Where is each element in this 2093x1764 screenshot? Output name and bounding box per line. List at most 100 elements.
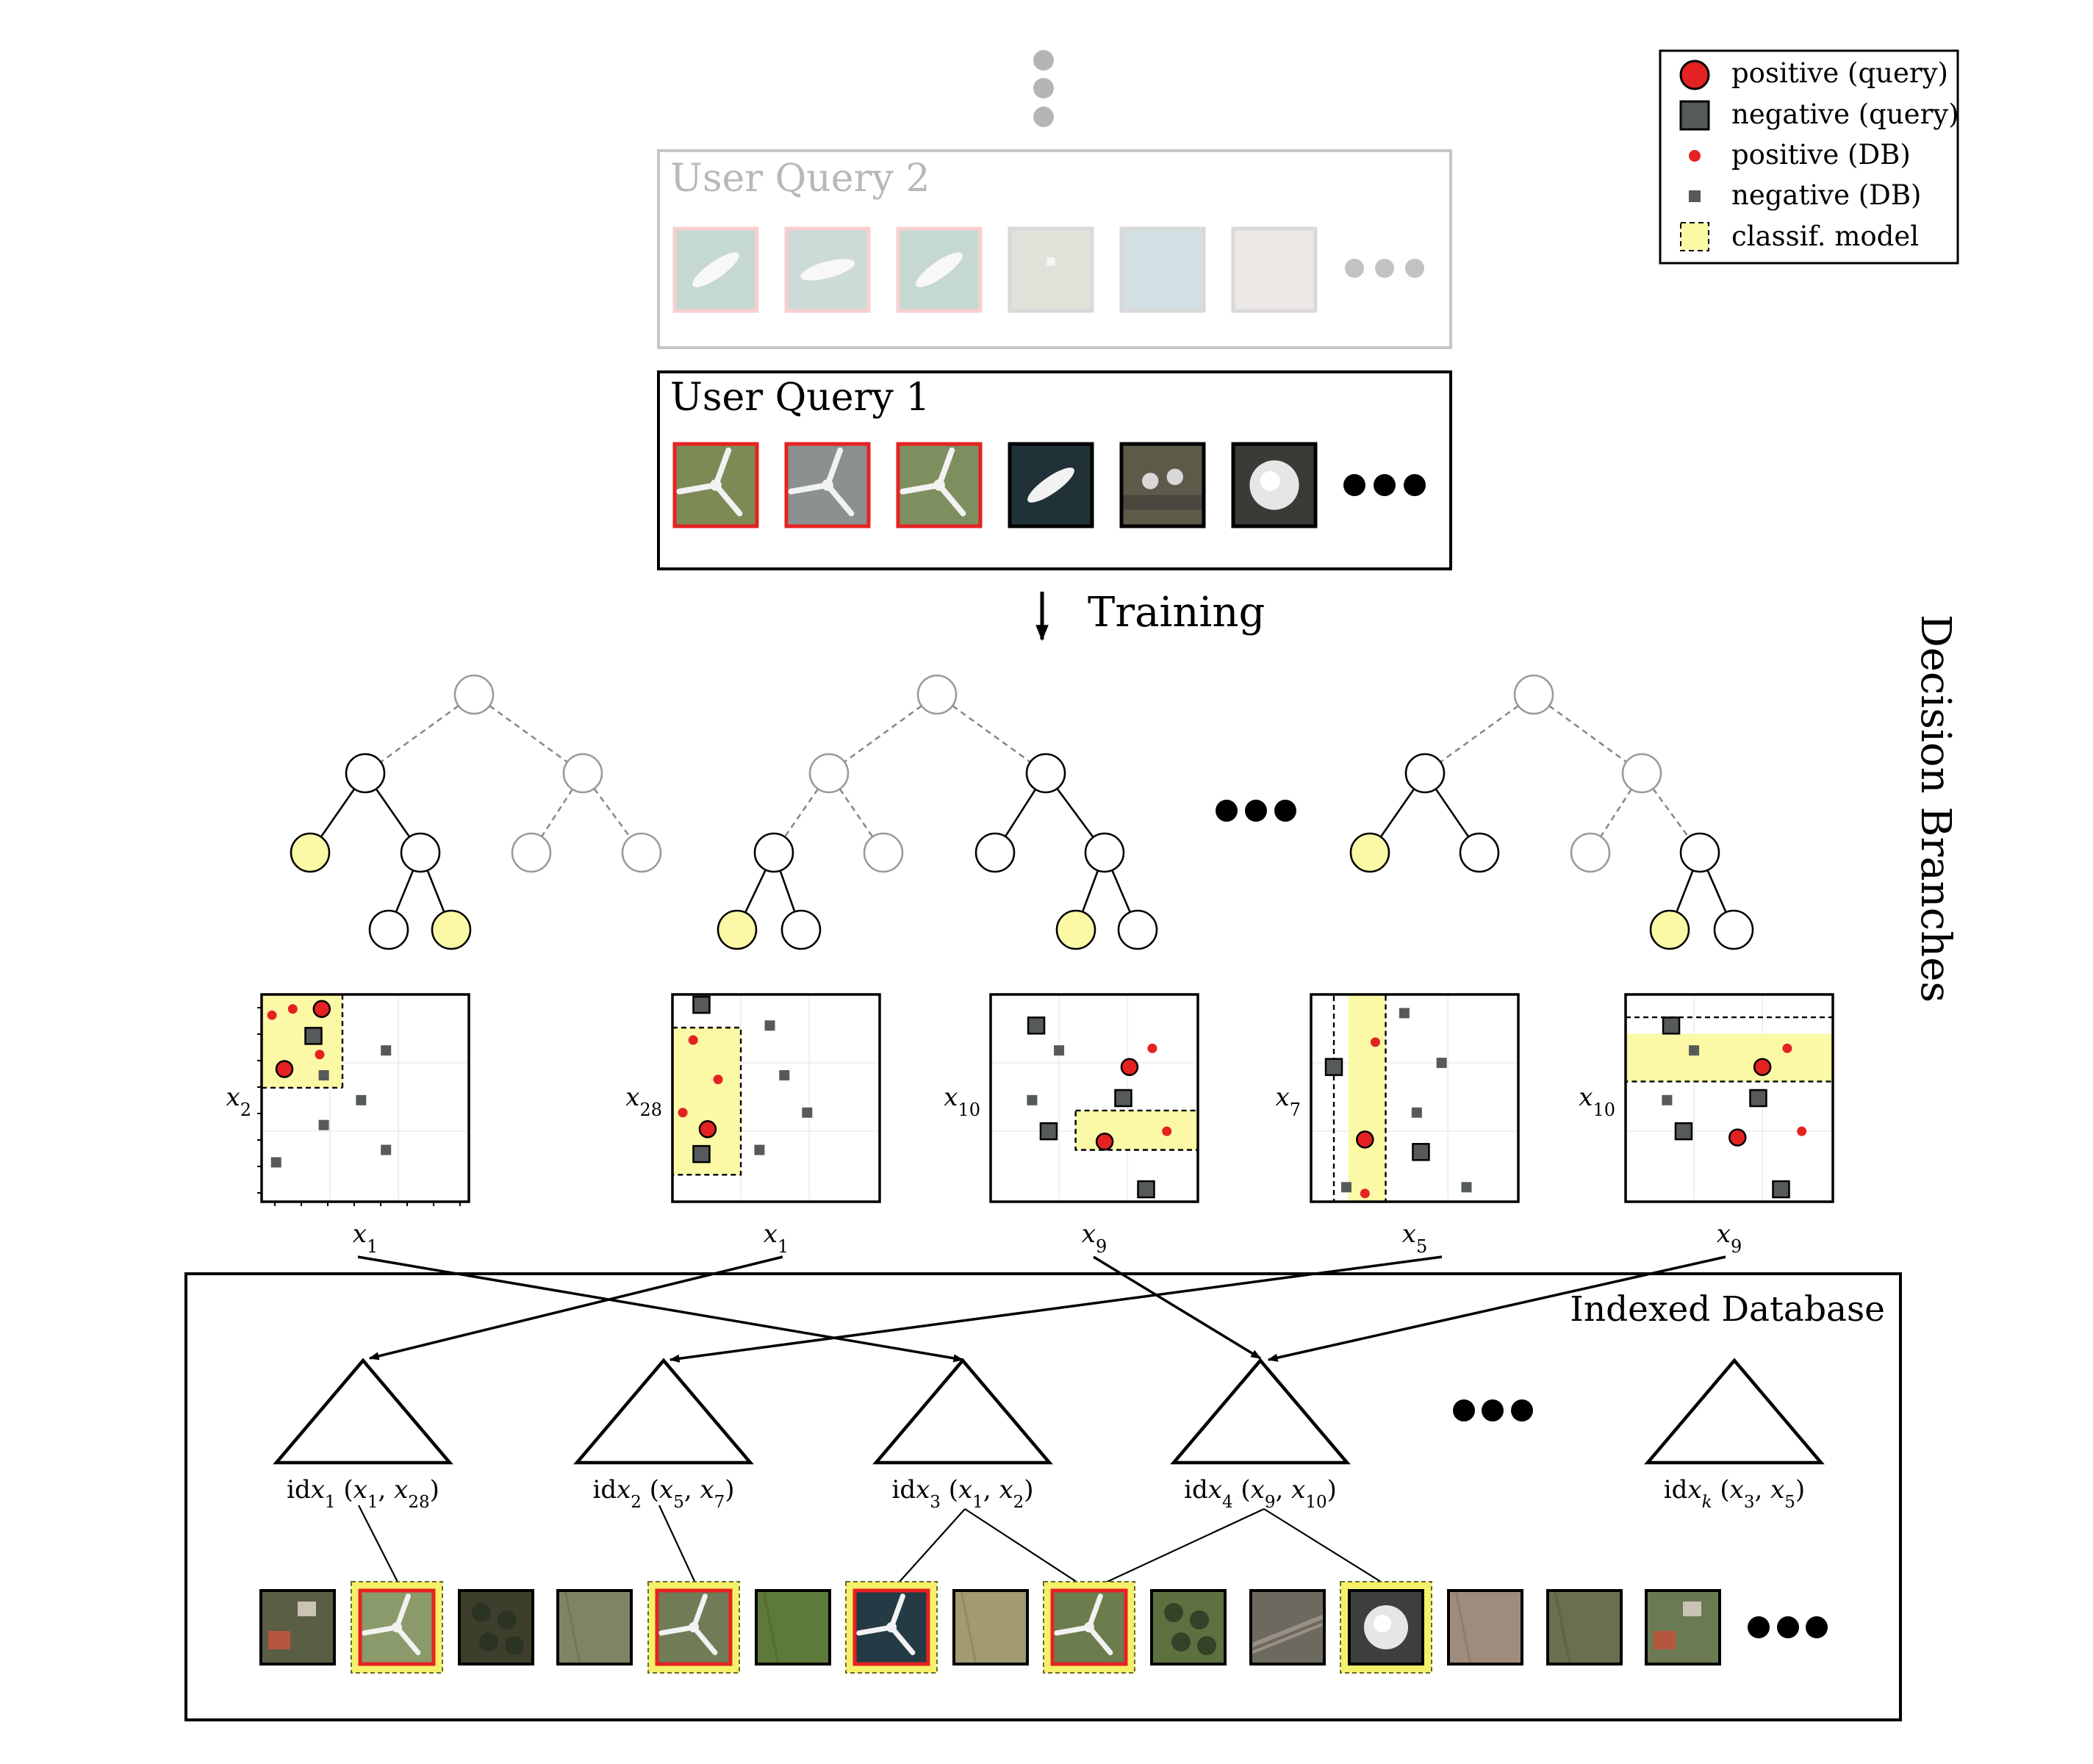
negative-db-point xyxy=(754,1144,765,1155)
wind-turbine-icon xyxy=(900,447,966,517)
field-icon xyxy=(960,1590,977,1665)
query-1-thumbnail xyxy=(1008,442,1094,528)
legend-positive-query-marker xyxy=(1679,60,1710,90)
chimney-icon xyxy=(1121,468,1204,510)
tree-node xyxy=(1679,832,1720,873)
rail-icon xyxy=(1249,1614,1326,1654)
tree-node xyxy=(1117,909,1158,950)
decision-branches-label: Decision Branches xyxy=(1911,614,1959,1003)
decision-branch-plot: x1 x2 xyxy=(226,993,470,1257)
tree-node xyxy=(974,832,1016,873)
indexed-database-panel: Indexed Database xyxy=(184,1272,1902,1721)
index-tree-triangle xyxy=(573,1358,754,1465)
database-image xyxy=(556,1589,633,1666)
legend-label-negative-query: negative (query) xyxy=(1731,98,1959,130)
positive-db-point xyxy=(287,1004,298,1014)
plot-x-axis-label: x5 xyxy=(1402,1219,1427,1257)
field-icon xyxy=(1454,1590,1472,1665)
database-image xyxy=(458,1589,534,1666)
classification-region xyxy=(1626,1033,1833,1082)
negative-db-point xyxy=(1411,1107,1422,1118)
user-query-2-panel: User Query 2 xyxy=(657,149,1452,349)
database-image xyxy=(1348,1589,1424,1666)
index-tree: idxk (x3, x5) xyxy=(1644,1358,1825,1512)
positive-query-point xyxy=(1095,1132,1114,1151)
database-image xyxy=(259,1589,336,1666)
database-image xyxy=(1150,1589,1227,1666)
negative-query-point xyxy=(1039,1122,1058,1141)
negative-db-point xyxy=(356,1094,367,1105)
negative-query-point xyxy=(1749,1089,1767,1108)
tree-node xyxy=(1459,832,1500,873)
negative-query-point xyxy=(1324,1058,1343,1076)
tree-node xyxy=(1349,832,1390,873)
ship-icon xyxy=(800,259,855,281)
database-image xyxy=(755,1589,831,1666)
query-2-thumbnail xyxy=(784,226,871,313)
more-trees-dots xyxy=(1216,800,1296,822)
negative-query-point xyxy=(1027,1017,1046,1035)
database-image xyxy=(1447,1589,1523,1666)
tree-node xyxy=(1404,753,1446,794)
positive-db-point xyxy=(1797,1126,1807,1136)
index-label: idx4 (x9, x10) xyxy=(1184,1475,1337,1512)
classification-region xyxy=(1075,1110,1198,1150)
tree-node xyxy=(863,832,904,873)
wind-turbine-icon xyxy=(788,447,855,517)
tree-node xyxy=(808,753,850,794)
plot-x-axis-label: x9 xyxy=(1082,1219,1107,1257)
boat-icon xyxy=(916,252,963,287)
user-query-2-title: User Query 2 xyxy=(670,157,930,201)
positive-db-point xyxy=(1782,1043,1792,1053)
more-images-dots xyxy=(1748,1616,1828,1638)
tank-icon xyxy=(1249,460,1299,510)
database-image xyxy=(1249,1589,1326,1666)
wind-turbine-icon xyxy=(856,1593,916,1655)
plot-x-axis-label: x1 xyxy=(353,1219,378,1257)
index-tree-triangle xyxy=(872,1358,1053,1465)
more-queries-dots xyxy=(1033,50,1054,127)
training-label: Training xyxy=(1088,589,1265,637)
houses-icon xyxy=(1654,1602,1701,1649)
tree-node xyxy=(1055,909,1096,950)
positive-query-point xyxy=(1120,1058,1139,1076)
boat-icon xyxy=(692,252,739,287)
query-2-thumbnail xyxy=(896,226,983,313)
negative-db-point xyxy=(381,1045,392,1056)
decision-trees xyxy=(290,674,1754,950)
field-icon xyxy=(762,1590,780,1665)
negative-query-point xyxy=(1674,1122,1693,1141)
positive-query-point xyxy=(312,1000,331,1018)
query-1-thumbnail xyxy=(896,442,983,528)
houses-icon xyxy=(268,1602,316,1649)
database-image xyxy=(1050,1588,1128,1666)
tree-node xyxy=(453,674,495,715)
positive-query-point xyxy=(1753,1058,1772,1076)
positive-db-point xyxy=(678,1108,688,1118)
more-indexes-dots xyxy=(1453,1399,1533,1421)
legend-positive-db-marker xyxy=(1689,150,1701,162)
negative-query-point xyxy=(304,1027,323,1045)
positive-db-point xyxy=(1147,1043,1157,1053)
tree-node xyxy=(916,674,958,715)
tree-node xyxy=(717,909,758,950)
plot-y-axis-label: x2 xyxy=(226,1083,251,1120)
database-image xyxy=(952,1589,1029,1666)
index-tree: idx1 (x1, x28) xyxy=(273,1358,453,1512)
negative-db-point xyxy=(1027,1094,1038,1105)
negative-query-point xyxy=(1137,1180,1155,1199)
field-icon xyxy=(1554,1590,1571,1665)
negative-db-point xyxy=(1436,1058,1447,1069)
negative-db-point xyxy=(1054,1045,1065,1056)
index-tree: idx3 (x1, x2) xyxy=(872,1358,1053,1512)
negative-db-point xyxy=(270,1157,281,1168)
user-query-2-more-dots xyxy=(1345,259,1424,278)
negative-db-point xyxy=(779,1069,790,1080)
wind-turbine-icon xyxy=(658,1593,718,1655)
tree-node xyxy=(511,832,552,873)
wind-turbine-icon xyxy=(1054,1593,1113,1655)
